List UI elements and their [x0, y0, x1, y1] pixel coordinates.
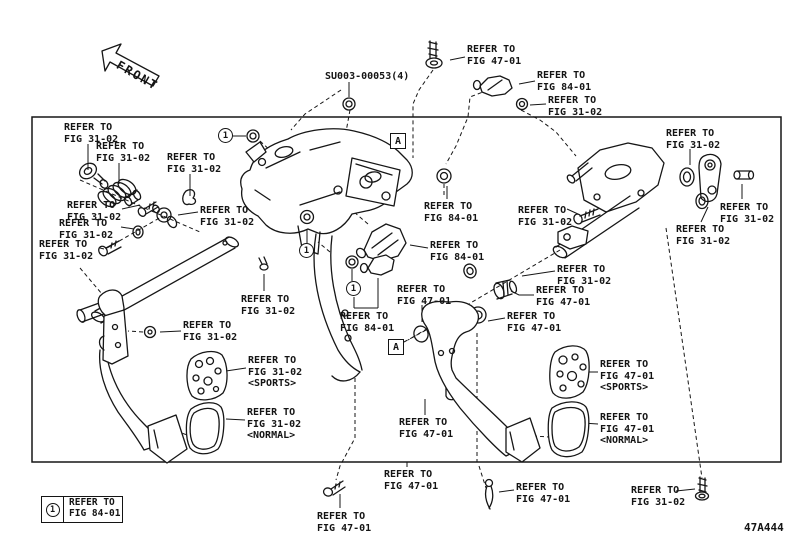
legend-marker-cell: 1	[42, 497, 64, 522]
leader-lines	[87, 56, 743, 508]
pedal-link-lever	[679, 153, 755, 210]
pedal-pad-sports-right	[549, 345, 590, 399]
diagram-code-label: 47A444	[744, 521, 784, 534]
item-number-marker: 1	[346, 281, 361, 296]
front-arrow-icon	[101, 43, 160, 87]
clutch-support-bracket	[552, 142, 665, 259]
legend-item-number: 1	[45, 502, 60, 517]
part-number-label: SU003-00053(4)	[325, 71, 410, 82]
legend-line1: REFER TO	[69, 497, 115, 508]
item-number-marker: 1	[299, 243, 314, 258]
clutch-release-parts	[78, 162, 197, 257]
pedal-pad-sports-left	[186, 350, 228, 401]
pedal-pad-normal-right	[547, 401, 590, 458]
item-number-marker: 1	[218, 128, 233, 143]
view-marker: A	[390, 133, 406, 149]
bracket-lower-arm	[313, 233, 363, 382]
pedal-pad-normal-left	[185, 402, 225, 455]
legend-line2: FIG 84-01	[69, 507, 121, 519]
brake-pedal-arm	[76, 289, 188, 464]
view-marker: A	[388, 339, 404, 355]
clutch-pedal-arm	[421, 300, 541, 463]
